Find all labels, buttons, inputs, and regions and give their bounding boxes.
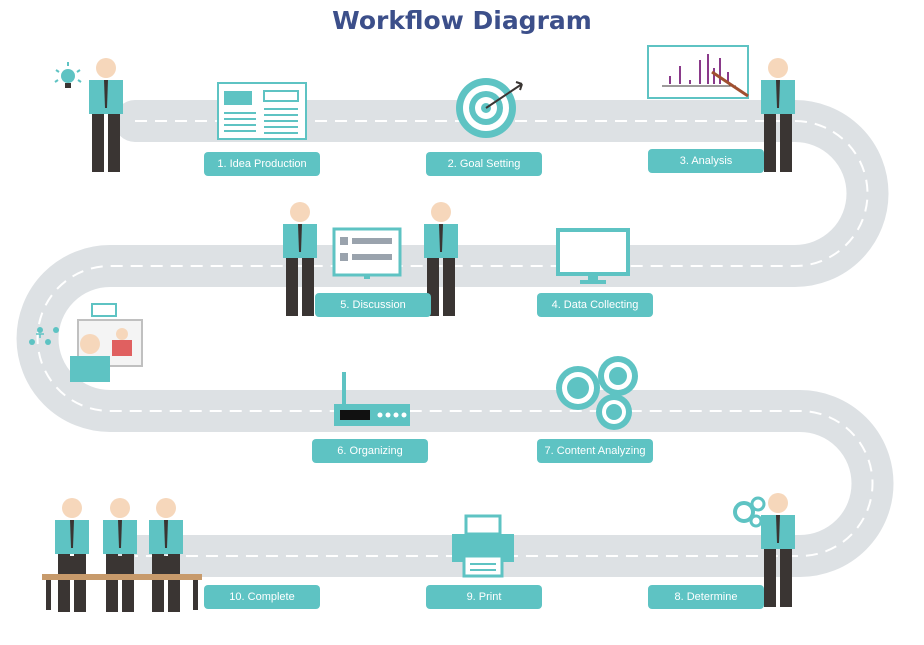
step-label-6: 6. Organizing <box>312 439 428 463</box>
router-icon <box>334 372 410 426</box>
diagram-title: Workflow Diagram <box>332 6 592 35</box>
step-label-9: 9. Print <box>426 585 542 609</box>
step-label-2: 2. Goal Setting <box>426 152 542 176</box>
gears-people-icon <box>556 356 638 430</box>
step-label-7: 7. Content Analyzing <box>537 439 653 463</box>
step-label-5: 5. Discussion <box>315 293 431 317</box>
target-icon <box>456 78 523 138</box>
network-people-icon <box>29 327 59 345</box>
video-call-icon <box>70 303 143 382</box>
newspaper-icon <box>217 82 307 140</box>
gears-icon <box>733 496 766 528</box>
road <box>16 100 894 577</box>
step-label-8: 8. Determine <box>648 585 764 609</box>
step-label-1: 1. Idea Production <box>204 152 320 176</box>
presentation-screen-icon <box>332 227 402 279</box>
chart-board-icon <box>647 45 749 99</box>
step-label-4: 4. Data Collecting <box>537 293 653 317</box>
person-idea <box>89 58 123 172</box>
printer-icon <box>452 514 514 578</box>
step-label-3: 3. Analysis <box>648 149 764 173</box>
step-label-10: 10. Complete <box>204 585 320 609</box>
lightbulb-icon <box>54 62 82 88</box>
monitor-icon <box>556 228 630 284</box>
road-center-dash <box>36 120 874 557</box>
team-desk-icon <box>42 498 202 612</box>
